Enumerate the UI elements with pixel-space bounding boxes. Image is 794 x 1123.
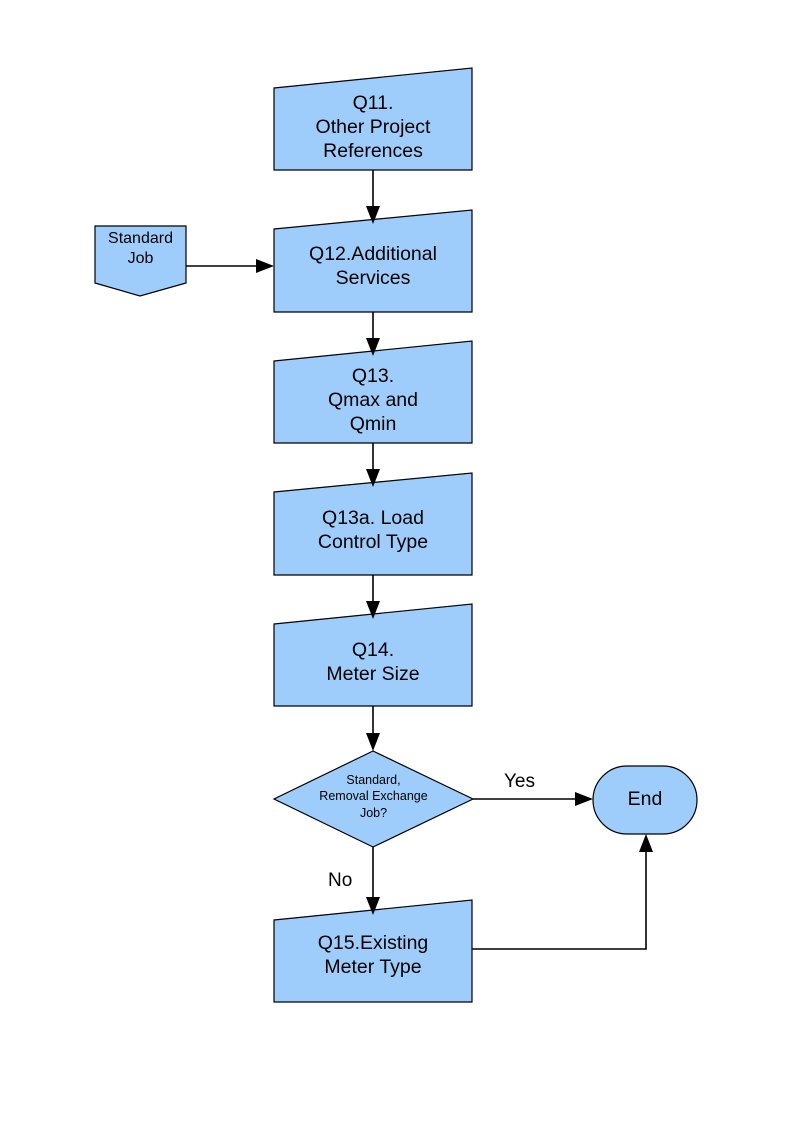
edge-label-no: No bbox=[328, 870, 353, 891]
edge-q12-q13 bbox=[366, 312, 380, 356]
edge-q13a-q14 bbox=[366, 575, 380, 619]
edge-q13-q13a bbox=[366, 443, 380, 487]
edge-q11-q12 bbox=[366, 170, 380, 224]
edge-decision-q15-no bbox=[366, 847, 380, 915]
node-q12-shape[interactable] bbox=[273, 209, 473, 313]
edge-q15-end bbox=[472, 834, 653, 950]
edge-decision-end-yes bbox=[473, 792, 593, 806]
edge-standard-job-q12 bbox=[186, 259, 274, 273]
node-decision-shape[interactable] bbox=[272, 750, 475, 848]
edge-q14-decision bbox=[366, 706, 380, 751]
node-q11-shape[interactable] bbox=[273, 67, 473, 171]
node-q13-shape[interactable] bbox=[273, 340, 473, 444]
node-q14-shape[interactable] bbox=[273, 603, 473, 707]
node-end-shape[interactable] bbox=[592, 765, 698, 835]
node-q15-shape[interactable] bbox=[273, 899, 473, 1003]
edge-label-yes: Yes bbox=[504, 771, 535, 792]
node-q13a-shape[interactable] bbox=[273, 472, 473, 576]
node-standard-job-shape[interactable] bbox=[94, 225, 187, 297]
